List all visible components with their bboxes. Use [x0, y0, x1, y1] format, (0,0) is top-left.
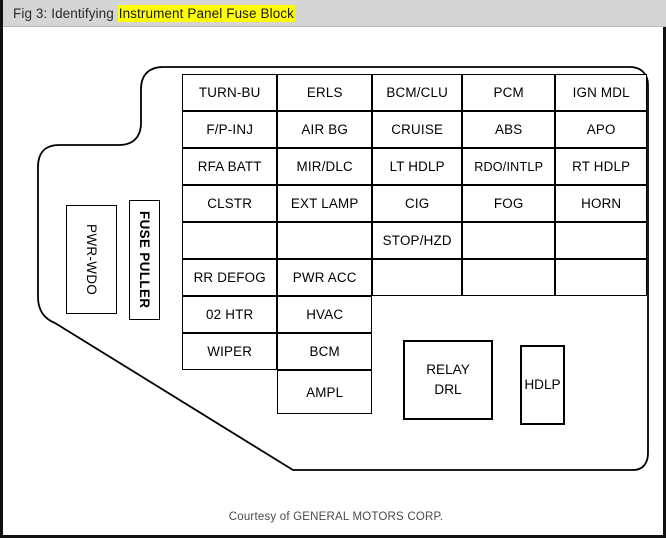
fuse-cell[interactable]: PCM [462, 74, 556, 112]
fuse-cell[interactable]: ERLS [277, 74, 373, 112]
fuse-cell-empty[interactable] [372, 259, 463, 297]
fuse-cell[interactable]: WIPER [182, 333, 278, 371]
caption-prefix: Fig 3: Identifying [13, 5, 118, 21]
fuse-cell[interactable]: TURN-BU [182, 74, 278, 112]
fuse-cell[interactable]: 02 HTR [182, 296, 278, 334]
fuse-cell[interactable]: ABS [462, 111, 556, 149]
caption-highlight: Instrument Panel Fuse Block [117, 4, 295, 22]
hdlp-label: HDLP [524, 377, 561, 393]
fuse-cell[interactable]: AIR BG [277, 111, 373, 149]
fuse-cell[interactable]: MIR/DLC [277, 148, 373, 186]
hdlp-box[interactable]: HDLP [520, 345, 565, 425]
fuse-cell-empty[interactable] [462, 259, 556, 297]
fuse-cell-empty[interactable] [182, 222, 278, 260]
fuse-cell[interactable]: CLSTR [182, 185, 278, 223]
fuse-cell[interactable]: AMPL [277, 370, 373, 415]
relay-drl-line2: DRL [434, 382, 462, 397]
fuse-cell[interactable]: BCM [277, 333, 373, 371]
fuse-cell[interactable]: FOG [462, 185, 556, 223]
fuse-cell[interactable]: CRUISE [372, 111, 463, 149]
fuse-cell[interactable]: HORN [555, 185, 648, 223]
pwr-wdo-label: PWR-WDO [84, 223, 99, 296]
fuse-puller-label: FUSE PULLER [137, 211, 152, 309]
fuse-cell[interactable]: RFA BATT [182, 148, 278, 186]
fuse-cell[interactable]: RR DEFOG [182, 259, 278, 297]
fuse-cell-empty[interactable] [555, 222, 648, 260]
fuse-cell[interactable]: RT HDLP [555, 148, 648, 186]
relay-drl-line1: RELAY [426, 362, 470, 378]
fuse-cell-empty[interactable] [462, 222, 556, 260]
fuse-cell[interactable]: IGN MDL [555, 74, 648, 112]
fuse-cell[interactable]: STOP/HZD [372, 222, 463, 260]
fuse-cell[interactable]: HVAC [277, 296, 373, 334]
fuse-cell[interactable]: APO [555, 111, 648, 149]
courtesy-credit: Courtesy of GENERAL MOTORS CORP. [228, 511, 444, 523]
fuse-cell[interactable]: F/P-INJ [182, 111, 278, 149]
fuse-cell[interactable]: LT HDLP [372, 148, 463, 186]
figure-caption: Fig 3: Identifying Instrument Panel Fuse… [3, 4, 295, 22]
fuse-cell-empty[interactable] [555, 259, 648, 297]
fuse-puller-box[interactable]: FUSE PULLER [129, 200, 160, 320]
pwr-wdo-box[interactable]: PWR-WDO [66, 205, 117, 314]
fuse-cell[interactable]: BCM/CLU [372, 74, 463, 112]
fuse-cell-empty[interactable] [277, 222, 373, 260]
fuse-cell[interactable]: PWR ACC [277, 259, 373, 297]
fuse-block-diagram: TURN-BU ERLS BCM/CLU PCM IGN MDL F/P-INJ… [3, 27, 666, 538]
fuse-cell[interactable]: CIG [372, 185, 463, 223]
fuse-cell[interactable]: RDO/INTLP [462, 148, 556, 186]
figure-caption-bar: Fig 3: Identifying Instrument Panel Fuse… [3, 0, 666, 27]
relay-drl-box[interactable]: RELAY DRL [403, 340, 493, 420]
fuse-cell[interactable]: EXT LAMP [277, 185, 373, 223]
